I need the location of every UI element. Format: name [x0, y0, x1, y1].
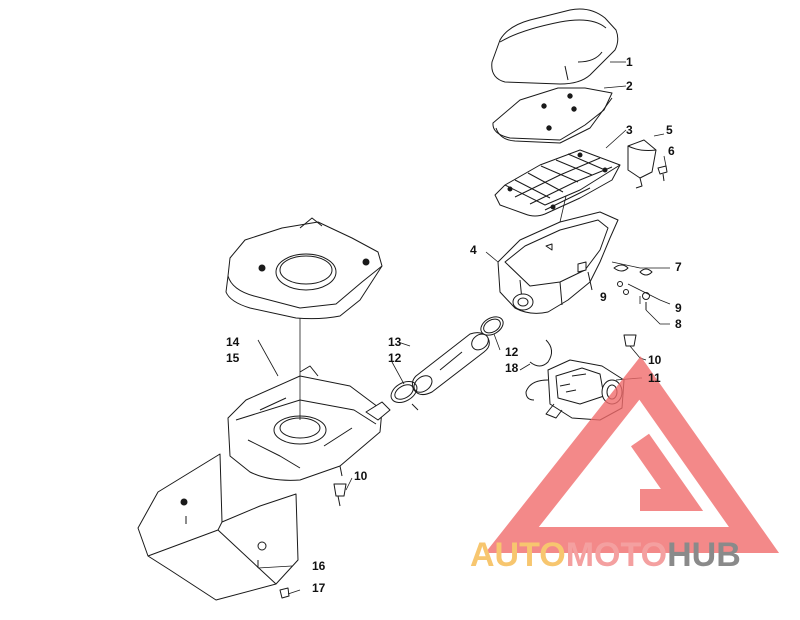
watermark-logo-icon: [485, 356, 780, 553]
watermark-part-moto: MOTO: [565, 536, 668, 574]
callout-label: 9: [675, 301, 682, 315]
callout-label: 6: [668, 144, 675, 158]
screw-part-17: [279, 587, 290, 599]
callout-label: 12: [388, 351, 402, 365]
cover-gasket-part: [492, 87, 613, 144]
hardware-parts-7-8-9: [613, 264, 653, 310]
callout-label: 10: [648, 353, 662, 367]
airbox-housing-part: [497, 211, 619, 314]
callout-label: 11: [648, 371, 661, 385]
hose-clamp-part-upper: [480, 316, 504, 336]
callout-label: 8: [675, 317, 682, 331]
filter-element-part: [494, 149, 621, 217]
watermark-brand-text: AUTOMOTOHUB: [470, 536, 800, 576]
breather-fitting-part: [627, 139, 657, 189]
callout-label: 12: [505, 345, 519, 359]
grommet-part-10-lower: [333, 483, 347, 507]
callout-label: 13: [388, 335, 402, 349]
grommet-part-10-upper: [623, 334, 637, 347]
vent-hose-part: [529, 339, 552, 367]
intake-boot-part: [411, 332, 490, 396]
callout-label: 9: [600, 290, 607, 304]
callout-label: 5: [666, 123, 673, 137]
adapter-plate-part: [225, 217, 383, 320]
lower-plenum-part: [227, 365, 391, 481]
callout-label: 15: [226, 351, 240, 365]
callout-label: 3: [626, 123, 633, 137]
watermark-part-hub: HUB: [667, 536, 741, 574]
heat-shield-part: [137, 453, 299, 601]
watermark-part-auto: AUTO: [470, 536, 566, 574]
airbox-cover-part: [491, 8, 619, 85]
callout-label: 10: [354, 469, 368, 483]
leader-lines: [257, 61, 671, 595]
callout-label: 14: [226, 335, 240, 349]
callout-label: 17: [312, 581, 326, 595]
callout-label: 7: [675, 260, 682, 274]
screw-part-6: [657, 165, 668, 182]
callout-label: 4: [470, 243, 477, 257]
callout-label: 1: [626, 55, 633, 69]
callout-label: 16: [312, 559, 326, 573]
callout-label: 2: [626, 79, 633, 93]
callout-label: 18: [505, 361, 519, 375]
hose-clamp-part-lower: [390, 381, 419, 411]
